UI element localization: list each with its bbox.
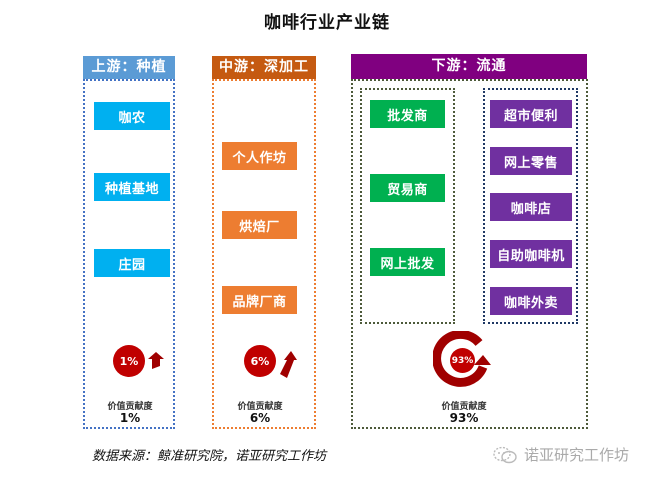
- midstream-contribution-badge: 6%: [244, 345, 276, 377]
- wholesale-node-online-wholesale: 网上批发: [370, 248, 445, 276]
- upstream-contribution-badge: 1%: [113, 345, 145, 377]
- midstream-header: 中游：深加工: [212, 56, 316, 79]
- downstream-contribution-badge: 93%: [450, 348, 475, 373]
- wholesale-node-trader: 贸易商: [370, 174, 445, 202]
- retail-node-vending-machine: 自助咖啡机: [490, 240, 572, 268]
- retail-node-online-retail: 网上零售: [490, 147, 572, 175]
- diagram-title: 咖啡行业产业链: [264, 13, 390, 33]
- midstream-box: [212, 79, 316, 429]
- downstream-contribution-label: 价值贡献度: [441, 402, 487, 412]
- upstream-node-coffee-farmer: 咖农: [94, 102, 170, 130]
- upstream-node-plantation-base: 种植基地: [94, 173, 170, 201]
- downstream-contribution-value: 93%: [449, 411, 479, 425]
- upstream-node-estate: 庄园: [94, 249, 170, 277]
- watermark: 诺亚研究工作坊: [492, 444, 629, 465]
- upstream-growth-arrow-icon: [148, 352, 164, 369]
- upstream-contribution-value: 1%: [119, 411, 141, 425]
- retail-group-box: [483, 88, 578, 324]
- retail-node-coffee-shop: 咖啡店: [490, 193, 572, 221]
- wechat-icon: [493, 446, 517, 463]
- upstream-box: [83, 79, 175, 429]
- downstream-header: 下游：流通: [351, 54, 587, 79]
- midstream-node-roastery: 烘焙厂: [222, 211, 297, 239]
- downstream-cycle-arrow-icon: [433, 331, 491, 387]
- midstream-contribution-label: 价值贡献度: [237, 402, 283, 412]
- midstream-node-workshop: 个人作坊: [222, 142, 297, 170]
- downstream-box: [351, 79, 588, 429]
- midstream-node-brand-manufacturer: 品牌厂商: [222, 286, 297, 314]
- upstream-header: 上游：种植: [83, 56, 175, 79]
- watermark-text: 诺亚研究工作坊: [524, 446, 630, 464]
- midstream-growth-arrow-icon: [280, 351, 297, 378]
- retail-node-supermarket: 超市便利: [490, 100, 572, 128]
- midstream-contribution-value: 6%: [249, 411, 271, 425]
- retail-node-delivery: 咖啡外卖: [490, 287, 572, 315]
- upstream-contribution-label: 价值贡献度: [107, 402, 153, 412]
- data-source-note: 数据来源：鲸准研究院，诺亚研究工作坊: [92, 449, 327, 464]
- wholesale-node-wholesaler: 批发商: [370, 100, 445, 128]
- wholesale-group-box: [360, 88, 455, 324]
